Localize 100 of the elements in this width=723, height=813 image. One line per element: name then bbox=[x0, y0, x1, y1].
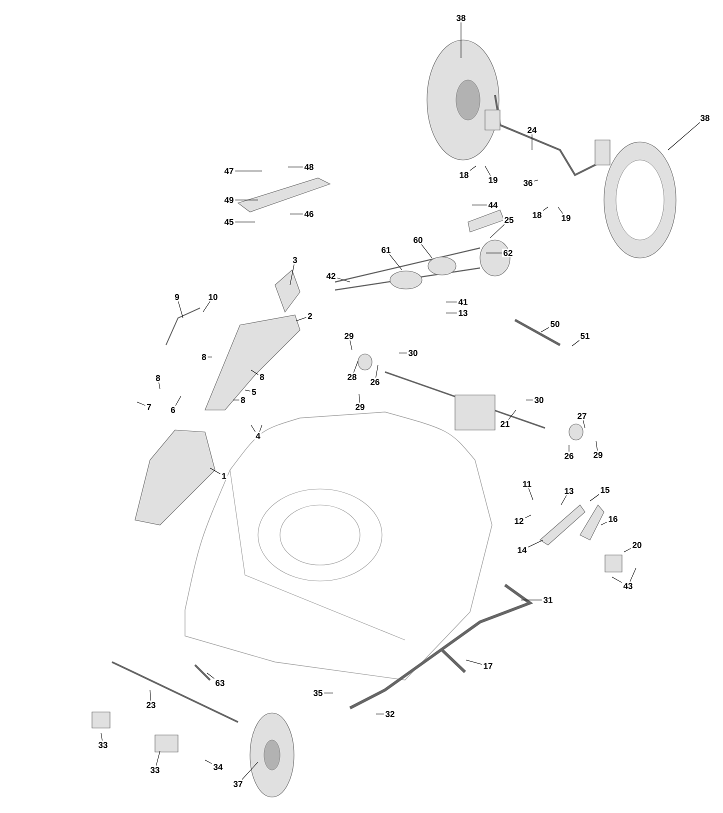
leader-line bbox=[630, 568, 636, 582]
callout-number: 60 bbox=[412, 236, 424, 244]
leader-line bbox=[460, 22, 462, 58]
callout-number: 47 bbox=[223, 166, 235, 176]
callout-number: 8 bbox=[239, 396, 247, 404]
callout-number: 1 bbox=[220, 472, 228, 480]
leader-line bbox=[486, 252, 502, 254]
leader-line bbox=[288, 166, 304, 168]
callout-number: 61 bbox=[380, 246, 392, 254]
callout-number: 17 bbox=[482, 662, 494, 670]
callout-number: 41 bbox=[457, 298, 469, 306]
leader-line bbox=[290, 264, 294, 286]
leader-line bbox=[336, 278, 350, 282]
callout-number: 36 bbox=[522, 178, 534, 188]
callout-number: 51 bbox=[579, 332, 591, 340]
leader-line bbox=[484, 166, 491, 176]
leader-line bbox=[234, 170, 262, 172]
leader-line bbox=[490, 224, 505, 238]
callout-number: 29 bbox=[343, 332, 355, 340]
leader-line bbox=[466, 660, 482, 665]
leader-line bbox=[668, 122, 700, 150]
callout-number: 23 bbox=[145, 700, 157, 710]
leader-line bbox=[350, 340, 352, 350]
callout-number: 8 bbox=[200, 352, 208, 362]
callout-number: 13 bbox=[563, 486, 575, 496]
callout-number: 26 bbox=[563, 452, 575, 460]
callout-number: 29 bbox=[354, 402, 366, 412]
leader-line bbox=[421, 244, 432, 258]
leader-line bbox=[202, 301, 210, 312]
callout-number: 31 bbox=[542, 596, 554, 604]
callout-number: 45 bbox=[223, 218, 235, 226]
leader-line bbox=[210, 468, 220, 474]
callout-number: 18 bbox=[458, 170, 470, 180]
callout-number: 15 bbox=[599, 486, 611, 494]
callout-number: 14 bbox=[516, 546, 528, 554]
callout-number: 49 bbox=[223, 196, 235, 204]
leader-line bbox=[528, 488, 534, 500]
leader-line bbox=[242, 762, 258, 780]
leader-line bbox=[353, 360, 358, 373]
leader-line bbox=[600, 522, 608, 526]
leader-line bbox=[558, 206, 564, 214]
leader-line bbox=[296, 317, 306, 322]
callout-number: 30 bbox=[533, 396, 545, 404]
callout-number: 63 bbox=[214, 678, 226, 688]
callout-number: 3 bbox=[291, 256, 299, 264]
callout-number: 28 bbox=[346, 372, 358, 382]
callout-number: 8 bbox=[258, 372, 266, 382]
leader-line bbox=[178, 301, 184, 318]
callout-number: 19 bbox=[560, 214, 572, 222]
callout-number: 7 bbox=[145, 402, 153, 412]
leader-line bbox=[572, 340, 580, 346]
callout-number: 37 bbox=[232, 780, 244, 788]
callout-number: 35 bbox=[312, 688, 324, 698]
callout-number: 50 bbox=[549, 320, 561, 328]
callout-number: 4 bbox=[254, 432, 262, 440]
callout-number: 29 bbox=[592, 450, 604, 460]
callout-number: 34 bbox=[212, 762, 224, 772]
callout-number: 18 bbox=[531, 210, 543, 220]
leader-line bbox=[175, 396, 182, 406]
leader-line bbox=[158, 382, 160, 390]
callout-number: 38 bbox=[699, 114, 711, 122]
leader-line bbox=[206, 672, 215, 679]
callout-number: 25 bbox=[503, 216, 515, 224]
leader-line bbox=[376, 364, 378, 378]
leader-line bbox=[208, 356, 212, 358]
leader-line bbox=[204, 760, 212, 764]
callout-number: 42 bbox=[325, 272, 337, 280]
callout-number: 13 bbox=[457, 308, 469, 318]
leader-line bbox=[568, 444, 570, 452]
callout-number: 8 bbox=[154, 374, 162, 382]
leader-line bbox=[250, 424, 256, 432]
leader-line bbox=[582, 420, 586, 428]
leader-line bbox=[136, 402, 146, 406]
callout-number: 46 bbox=[303, 210, 315, 218]
callout-number: 16 bbox=[607, 514, 619, 524]
callout-number: 19 bbox=[487, 176, 499, 184]
leader-line bbox=[534, 180, 538, 182]
leader-line bbox=[324, 692, 334, 694]
leader-line bbox=[542, 206, 548, 211]
callout-number: 33 bbox=[149, 766, 161, 774]
leader-line bbox=[250, 370, 258, 375]
leader-line bbox=[596, 440, 598, 451]
callout-number: 20 bbox=[631, 540, 643, 550]
leader-line bbox=[560, 495, 567, 506]
callout-number: 44 bbox=[487, 200, 499, 210]
leader-line bbox=[150, 690, 151, 701]
leader-line bbox=[528, 540, 544, 548]
leader-line bbox=[612, 576, 622, 583]
leader-line bbox=[446, 312, 458, 314]
leader-line bbox=[590, 494, 600, 502]
callout-number: 48 bbox=[303, 162, 315, 172]
callout-number: 5 bbox=[250, 388, 258, 396]
leader-line bbox=[389, 254, 402, 270]
leader-line bbox=[472, 204, 488, 206]
callout-number: 10 bbox=[207, 292, 219, 302]
leader-line bbox=[524, 514, 532, 518]
leader-line bbox=[156, 750, 160, 766]
leader-line bbox=[358, 394, 360, 403]
callout-number: 2 bbox=[306, 312, 314, 320]
callout-number: 6 bbox=[169, 406, 177, 414]
